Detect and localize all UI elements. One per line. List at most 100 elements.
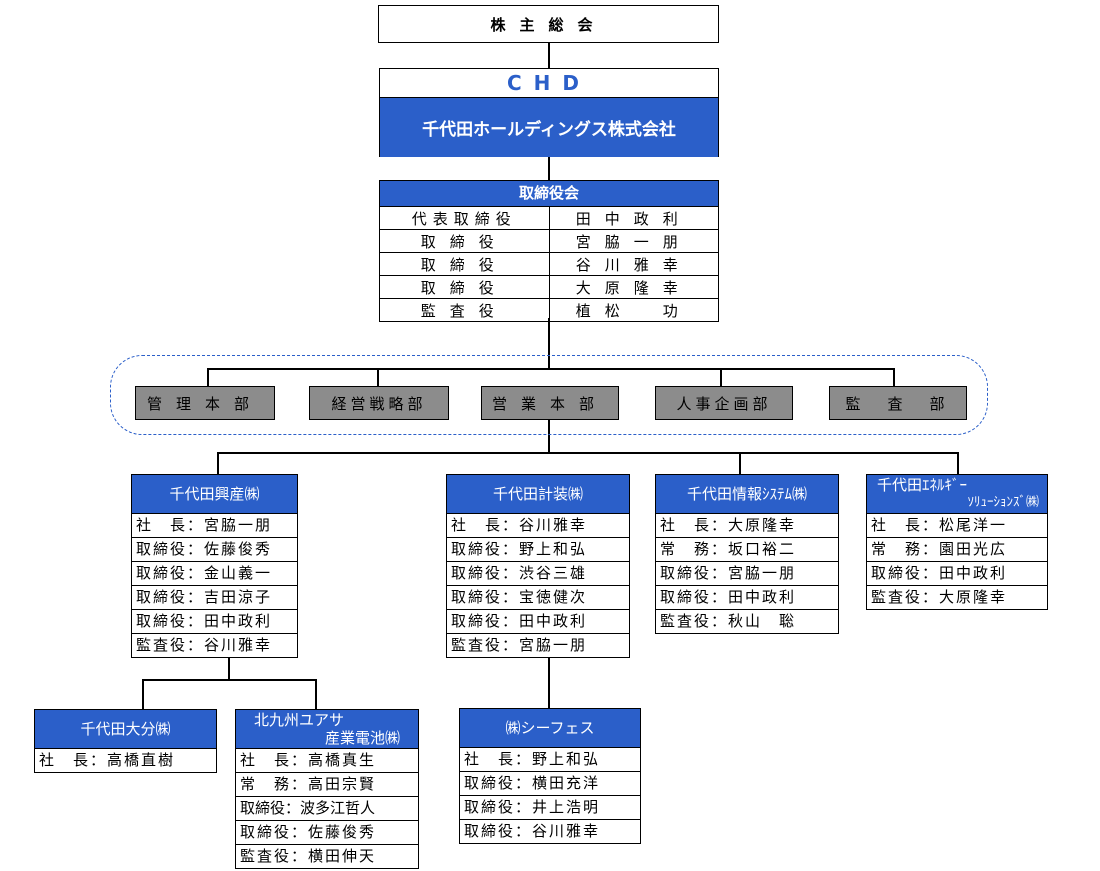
- list-item: 監査役：秋山 聡: [656, 609, 838, 633]
- list-item: 監査役：大原隆幸: [867, 585, 1047, 609]
- connector: [548, 650, 550, 708]
- list-item: 常 務：高田宗賢: [236, 772, 418, 796]
- list-item: 取締役：井上浩明: [460, 795, 640, 819]
- shareholders-meeting-box: 株主総会: [378, 5, 719, 43]
- board-name: 宮脇一朋: [548, 229, 719, 253]
- board-name: 田中政利: [548, 206, 719, 230]
- connector: [548, 42, 550, 68]
- board-table: 代表取締役田中政利 取締役宮脇一朋 取締役谷川雅幸 取締役大原隆幸 監査役植松 …: [379, 206, 719, 322]
- table-row: 代表取締役田中政利: [379, 206, 719, 230]
- company-name: 千代田大分㈱: [34, 709, 217, 749]
- connector: [893, 368, 895, 386]
- table-row: 取締役谷川雅幸: [379, 252, 719, 276]
- list-item: 取締役：波多江哲人: [236, 796, 418, 820]
- list-item: 取締役：谷川雅幸: [460, 819, 640, 843]
- dept-sales: 営業本部: [481, 386, 619, 420]
- company-name-line1: 北九州ユアサ: [254, 711, 345, 729]
- dept-management: 管理本部: [135, 386, 275, 420]
- list-item: 取締役：佐藤俊秀: [236, 820, 418, 844]
- list-item: 社 長：野上和弘: [464, 750, 601, 768]
- holding-abbr: CHD: [380, 69, 718, 98]
- officer-list: 社 長：松尾洋一 常 務：園田光広 取締役：田中政利 監査役：大原隆幸: [866, 514, 1048, 610]
- company-name-line2: ｿﾘｭｰｼｮﾝｽﾞ㈱: [967, 495, 1039, 510]
- dept-hr-planning: 人事企画部: [655, 386, 793, 420]
- company-name-line2: 産業電池㈱: [324, 729, 400, 747]
- table-row: 取締役宮脇一朋: [379, 229, 719, 253]
- connector: [739, 452, 741, 474]
- list-item: 監査役：横田伸天: [236, 844, 418, 868]
- connector: [548, 419, 550, 453]
- list-item: 取締役：宝徳健次: [447, 585, 629, 609]
- subsidiary-chiyoda-energy-solutions: 千代田ｴﾈﾙｷﾞｰ ｿﾘｭｰｼｮﾝｽﾞ㈱ 社 長：松尾洋一 常 務：園田光広 取…: [866, 474, 1048, 610]
- list-item: 監査役：谷川雅幸: [132, 633, 297, 657]
- connector: [548, 156, 550, 180]
- connector: [315, 679, 317, 709]
- board-title: 取締役会: [379, 180, 719, 206]
- officer-list: 社 長：宮脇一朋 取締役：佐藤俊秀 取締役：金山義一 取締役：吉田涼子 取締役：…: [131, 514, 298, 658]
- officer-list: 社 長：野上和弘 取締役：横田充洋 取締役：井上浩明 取締役：谷川雅幸: [459, 748, 641, 844]
- list-item: 常 務：坂口裕二: [656, 537, 838, 561]
- board-role: 取締役: [379, 252, 550, 276]
- list-item: 社 長：大原隆幸: [660, 516, 797, 534]
- board-role: 取締役: [379, 229, 550, 253]
- board-name: 谷川雅幸: [548, 252, 719, 276]
- board-role: 監査役: [379, 298, 550, 322]
- connector: [217, 452, 219, 474]
- subsidiary-chiyoda-keiso: 千代田計装㈱ 社 長：谷川雅幸 取締役：野上和弘 取締役：渋谷三雄 取締役：宝徳…: [446, 474, 630, 658]
- grandchild-chiyoda-oita: 千代田大分㈱ 社 長：高橋直樹: [34, 709, 217, 773]
- list-item: 取締役：野上和弘: [447, 537, 629, 561]
- list-item: 社 長：谷川雅幸: [451, 516, 588, 534]
- company-name: 千代田情報ｼｽﾃﾑ㈱: [655, 474, 839, 514]
- table-row: 監査役植松 功: [379, 298, 719, 322]
- list-item: 取締役：佐藤俊秀: [132, 537, 297, 561]
- departments-group: [110, 355, 988, 435]
- list-item: 取締役：田中政利: [867, 561, 1047, 585]
- board-role: 取締役: [379, 275, 550, 299]
- list-item: 取締役：田中政利: [656, 585, 838, 609]
- connector: [142, 679, 317, 681]
- subsidiary-chiyoda-joho-system: 千代田情報ｼｽﾃﾑ㈱ 社 長：大原隆幸 常 務：坂口裕二 取締役：宮脇一朋 取締…: [655, 474, 839, 634]
- list-item: 常 務：園田光広: [867, 537, 1047, 561]
- grandchild-kitakyushu-yuasa: 北九州ユアサ 産業電池㈱ 社 長：高橋真生 常 務：高田宗賢 取締役：波多江哲人…: [235, 709, 419, 869]
- company-name: 千代田計装㈱: [446, 474, 630, 514]
- subsidiary-chiyoda-kosan: 千代田興産㈱ 社 長：宮脇一朋 取締役：佐藤俊秀 取締役：金山義一 取締役：吉田…: [131, 474, 298, 658]
- connector: [957, 452, 959, 474]
- grandchild-seafes: ㈱シーフェス 社 長：野上和弘 取締役：横田充洋 取締役：井上浩明 取締役：谷川…: [459, 708, 641, 844]
- list-item: 社 長：高橋直樹: [39, 751, 176, 769]
- officer-list: 社 長：高橋直樹: [34, 749, 217, 773]
- holding-name: 千代田ホールディングス株式会社: [380, 98, 718, 157]
- company-name: 千代田興産㈱: [131, 474, 298, 514]
- board-of-directors: 取締役会 代表取締役田中政利 取締役宮脇一朋 取締役谷川雅幸 取締役大原隆幸 監…: [379, 180, 719, 322]
- list-item: 取締役：横田充洋: [460, 771, 640, 795]
- list-item: 取締役：宮脇一朋: [656, 561, 838, 585]
- officer-list: 社 長：大原隆幸 常 務：坂口裕二 取締役：宮脇一朋 取締役：田中政利 監査役：…: [655, 514, 839, 634]
- connector: [207, 368, 895, 370]
- list-item: 社 長：高橋真生: [240, 751, 377, 769]
- connector: [228, 650, 230, 680]
- company-name-line1: 千代田ｴﾈﾙｷﾞｰ: [877, 476, 968, 494]
- holding-company-box: CHD 千代田ホールディングス株式会社: [379, 68, 719, 157]
- list-item: 取締役：金山義一: [132, 561, 297, 585]
- dept-audit: 監 査 部: [829, 386, 967, 420]
- connector: [377, 368, 379, 386]
- list-item: 取締役：渋谷三雄: [447, 561, 629, 585]
- list-item: 社 長：松尾洋一: [871, 516, 1008, 534]
- officer-list: 社 長：谷川雅幸 取締役：野上和弘 取締役：渋谷三雄 取締役：宝徳健次 取締役：…: [446, 514, 630, 658]
- board-name: 大原隆幸: [548, 275, 719, 299]
- connector: [720, 368, 722, 386]
- company-name: ㈱シーフェス: [459, 708, 641, 748]
- dept-strategy: 経営戦略部: [309, 386, 449, 420]
- company-name: 千代田ｴﾈﾙｷﾞｰ ｿﾘｭｰｼｮﾝｽﾞ㈱: [866, 474, 1048, 514]
- table-row: 取締役大原隆幸: [379, 275, 719, 299]
- board-name: 植松 功: [548, 298, 719, 322]
- connector: [548, 318, 550, 370]
- officer-list: 社 長：高橋真生 常 務：高田宗賢 取締役：波多江哲人 取締役：佐藤俊秀 監査役…: [235, 749, 419, 869]
- board-role: 代表取締役: [379, 206, 550, 230]
- list-item: 取締役：田中政利: [447, 609, 629, 633]
- company-name: 北九州ユアサ 産業電池㈱: [235, 709, 419, 749]
- connector: [217, 452, 959, 454]
- list-item: 取締役：吉田涼子: [132, 585, 297, 609]
- connector: [207, 368, 209, 386]
- list-item: 社 長：宮脇一朋: [136, 516, 273, 534]
- list-item: 取締役：田中政利: [132, 609, 297, 633]
